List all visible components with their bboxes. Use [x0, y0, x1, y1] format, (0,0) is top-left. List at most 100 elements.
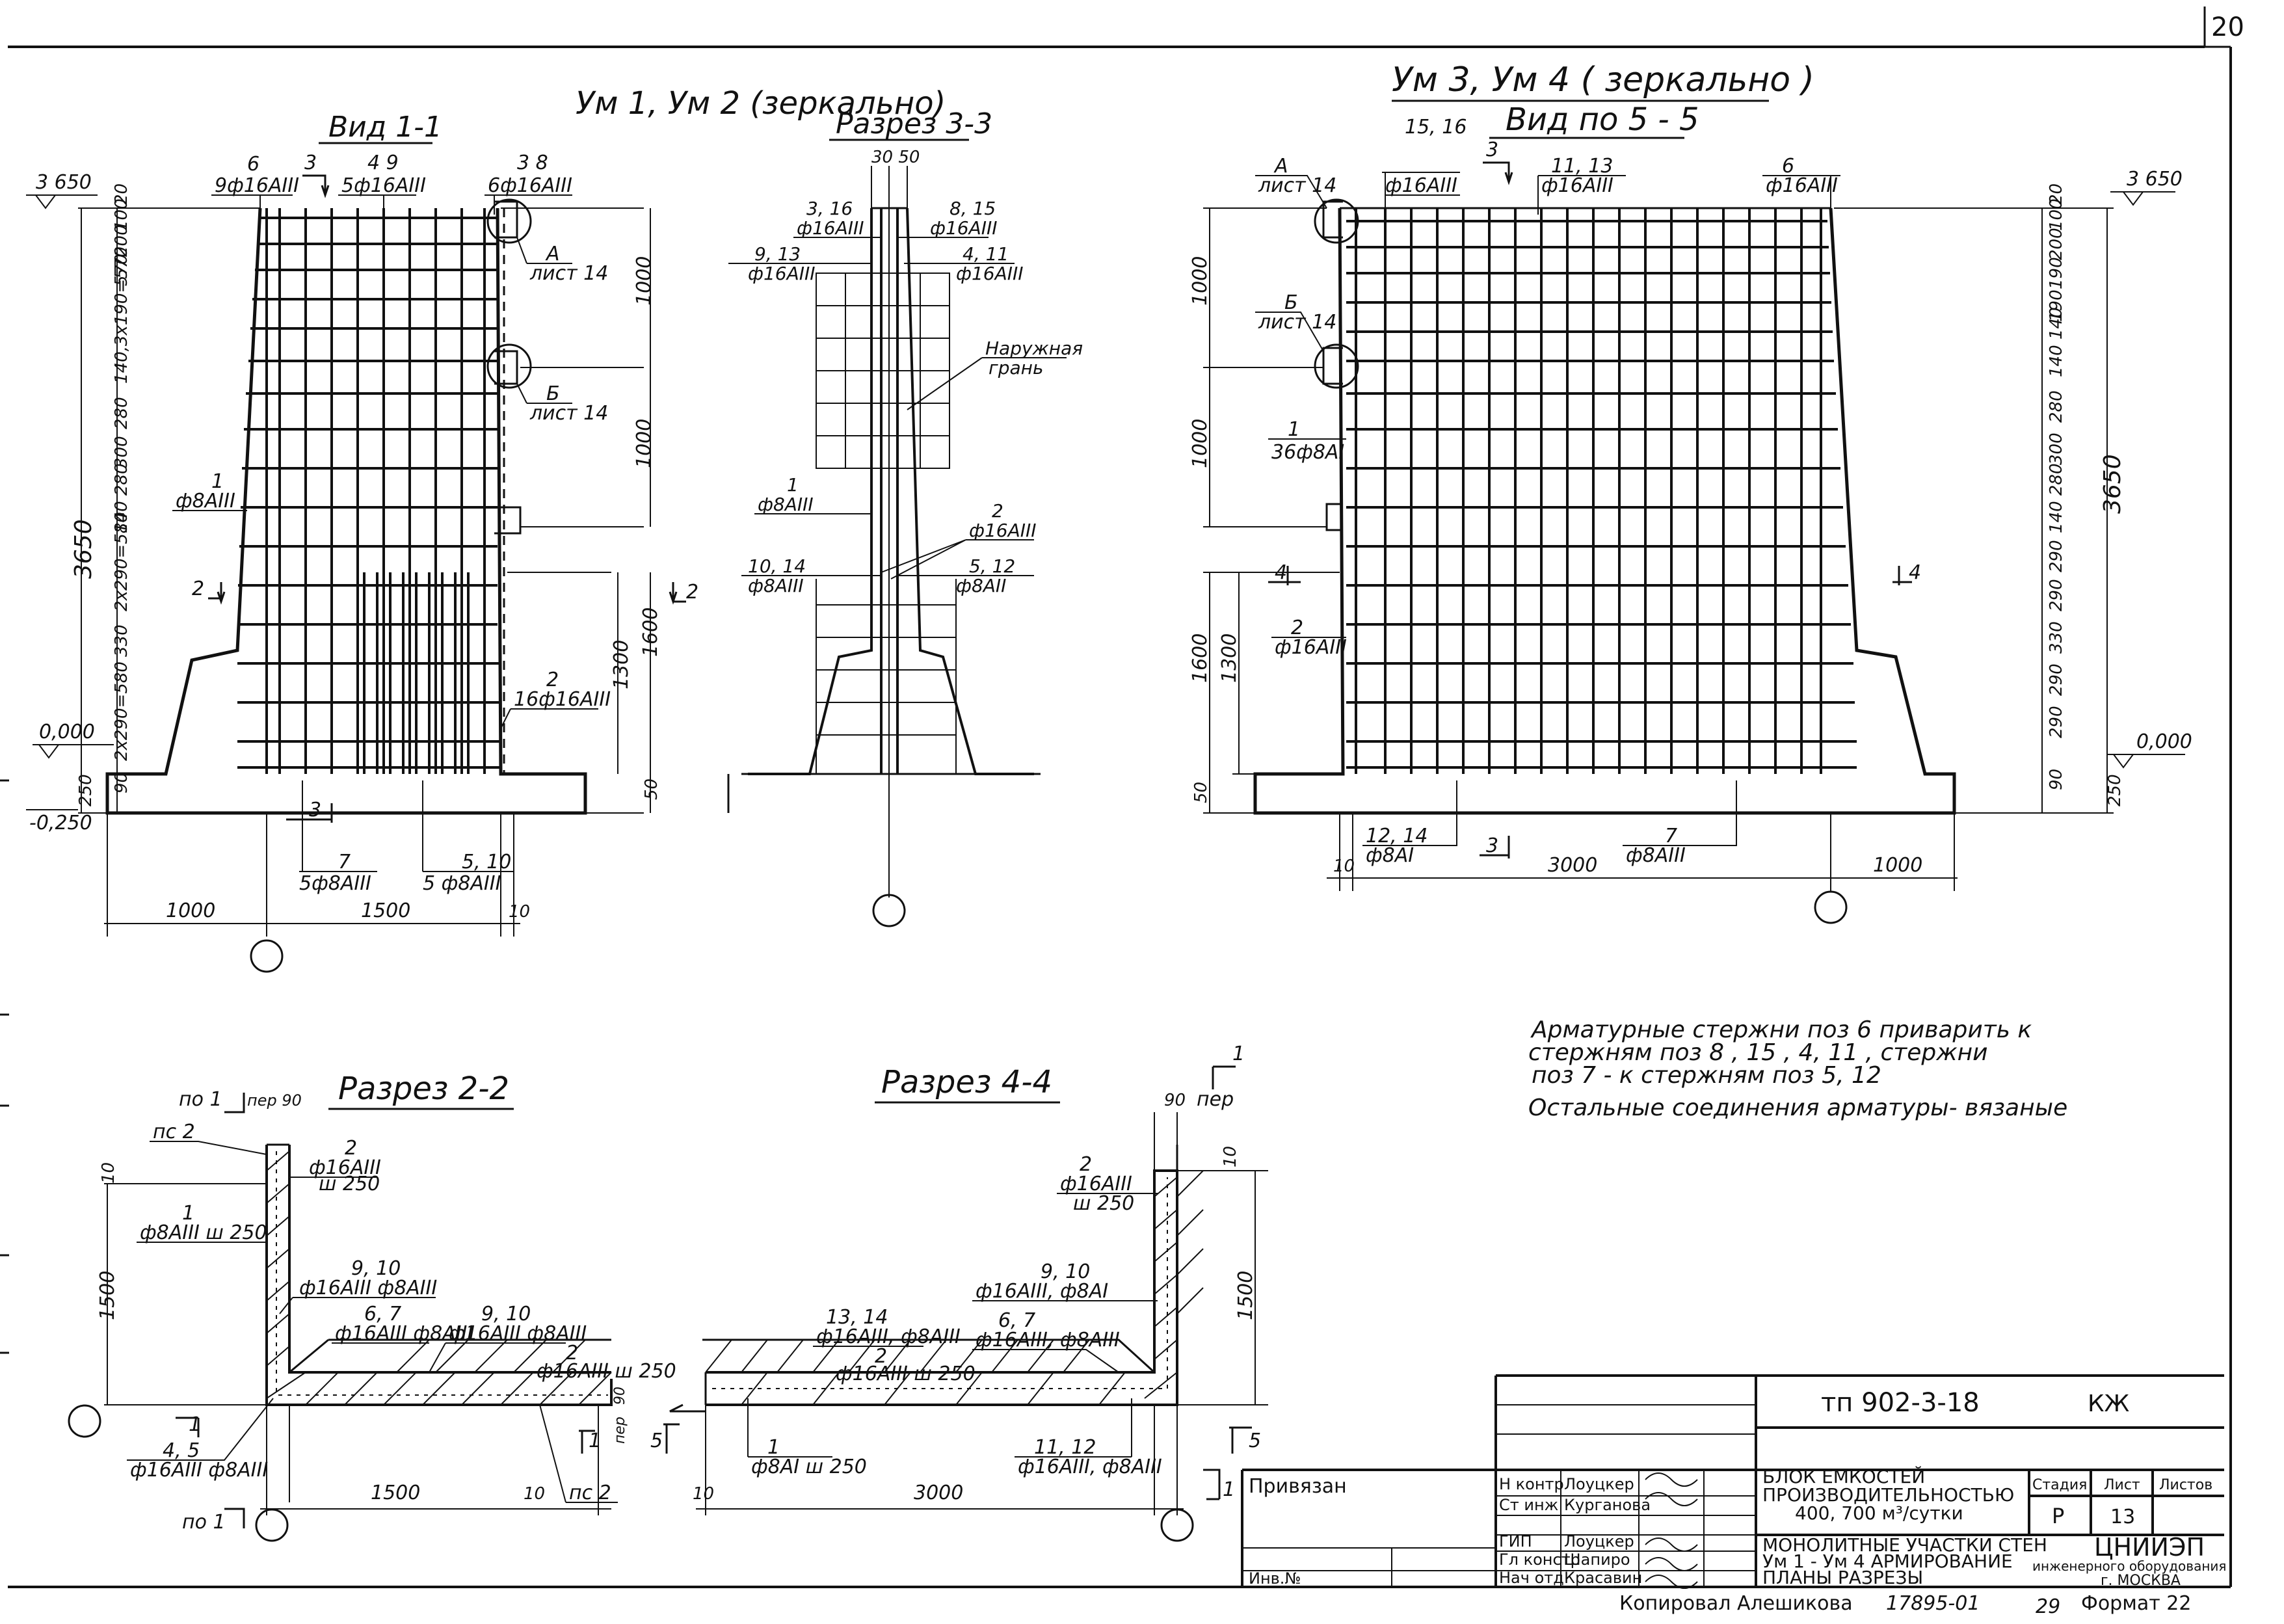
- s33-l10: 1: [787, 474, 799, 496]
- tb-name-0: Лоуцкер: [1564, 1475, 1634, 1493]
- s22-c910rb: ф16АIII ф8АIII: [449, 1322, 587, 1345]
- v55-c1113b: ф16АIII: [1541, 174, 1613, 197]
- s33-l13: ф16АIII: [969, 520, 1037, 541]
- tb-name-4: Красавин: [1564, 1569, 1642, 1587]
- s33-l6: 4, 11: [963, 243, 1009, 265]
- v11-c1b: ф8АIII: [176, 490, 235, 512]
- s22-c67: 6, 7: [364, 1303, 401, 1325]
- section-3-3: 30 50 3, 16 ф16АIII 8, 15 ф16АIII 9, 13 …: [727, 148, 1083, 927]
- s22-b1500: 1500: [371, 1482, 420, 1504]
- s22-per90: пер 90: [247, 1091, 302, 1110]
- v55-dim-r3: 190: [2047, 257, 2066, 289]
- v55-dim-r13: 290: [2047, 706, 2066, 738]
- v11-cA: А: [545, 243, 560, 265]
- s44-c2c: ш 250: [1073, 1192, 1134, 1215]
- v55-dim-l3: 1300: [1218, 633, 1241, 683]
- view11-dim-l6: 300: [112, 436, 131, 468]
- s22-mk1b: 1: [589, 1430, 601, 1452]
- v11-c49: 4 9: [367, 152, 399, 174]
- sheet-corner-number: 20: [2211, 12, 2244, 42]
- footer-num: 17895-01: [1886, 1592, 1980, 1615]
- s22-c67b: ф16АIII ф8АIII: [335, 1322, 473, 1345]
- tb-stage-h: Стадия: [2032, 1477, 2087, 1493]
- view11-dim-l10: 2x290=580: [112, 661, 131, 761]
- s22-c2r: 2: [566, 1342, 578, 1364]
- v11-c3: 3: [304, 152, 317, 174]
- header-vid55: Вид по 5 - 5: [1506, 101, 1699, 138]
- v55-elev-top: 3 650: [2127, 168, 2183, 191]
- view11-bot-2: 10: [509, 902, 530, 922]
- s33-l8: Наружная: [985, 338, 1083, 359]
- s22-c2: 2: [345, 1137, 357, 1160]
- tb-role-4: Нач отд: [1499, 1569, 1564, 1587]
- view11-dim-l2: 200: [112, 224, 131, 257]
- v55-bot-0: 10: [1333, 857, 1355, 876]
- v55-cA: А: [1273, 155, 1288, 178]
- s22-c2rb: ф16АIII ш 250: [537, 1360, 676, 1383]
- s22-bps2: пс 2: [569, 1482, 611, 1504]
- note-line-2: поз 7 - к стержням поз 5, 12: [1532, 1062, 1881, 1089]
- s33-l2: 8, 15: [949, 198, 996, 219]
- view11-dim-l0: 20: [112, 183, 131, 205]
- tb-sheet-h: Лист: [2104, 1477, 2140, 1493]
- s22-d90: 90: [612, 1387, 628, 1405]
- v55-dim-l0: 1000: [1189, 256, 1212, 306]
- title-block: тп 902-3-18 КЖ Привязан Инв.№ Н контр Ло…: [1241, 1374, 2226, 1589]
- s44-c2mb: ф16АIII ш 250: [836, 1363, 976, 1385]
- view11-bot-0: 1000: [166, 899, 215, 922]
- footer-format: Формат 22: [2081, 1592, 2191, 1615]
- v11-cB: Б: [546, 382, 560, 405]
- s44-c1b: ф8АI ш 250: [751, 1456, 867, 1478]
- s22-po1bot: по 1: [182, 1511, 226, 1534]
- header-um34: Ум 3, Ум 4 ( зеркально ): [1392, 60, 1814, 100]
- v55-c1516: 15, 16: [1405, 116, 1467, 139]
- s44-d90: 90: [1164, 1091, 1186, 1110]
- s33-l0: 3, 16: [806, 198, 853, 219]
- v55-cB: Б: [1284, 291, 1298, 314]
- s44-c2b: ф16АIII: [1060, 1173, 1132, 1195]
- v55-dim-r8: 140 280: [2047, 463, 2066, 533]
- s44-c1: 1: [767, 1436, 780, 1459]
- v11-c2l: 2: [192, 578, 204, 600]
- s33-l17: ф8АII: [956, 575, 1006, 596]
- notes: Арматурные стержни поз 6 приварить к сте…: [1528, 1017, 2067, 1121]
- tb-sheet-no: 13: [2110, 1506, 2135, 1528]
- v55-c6b: ф16АIII: [1766, 174, 1838, 197]
- view11-bot-1: 1500: [361, 899, 410, 922]
- s44-m1bot: 1: [1223, 1478, 1235, 1501]
- v55-dim-r15: 250: [2105, 774, 2125, 806]
- v55-c1: 1: [1288, 418, 1300, 441]
- v55-c2: 2: [1291, 617, 1303, 639]
- s22-d10: 10: [99, 1162, 118, 1184]
- view11-dim-l3: 570: [112, 254, 131, 286]
- s22-c2c: ш 250: [319, 1173, 380, 1195]
- s22-d1500: 1500: [96, 1271, 119, 1320]
- s33-l4: 9, 13: [754, 243, 801, 265]
- s44-c2: 2: [1080, 1153, 1092, 1176]
- header-razrez44: Разрез 4-4: [881, 1064, 1052, 1100]
- s44-c1314b: ф16АIII, ф8АIII: [816, 1325, 961, 1348]
- v55-dim-r4: 190: [2047, 289, 2066, 322]
- v11-c2b: 16ф16АIII: [514, 688, 611, 711]
- s22-mk5: 5: [650, 1430, 663, 1452]
- v55-dim-r10: 290: [2047, 579, 2066, 611]
- tb-name-2: Лоуцкер: [1564, 1532, 1634, 1551]
- view11-dim-r1: 1000: [633, 419, 656, 468]
- tb-title2-1: Ум 1 - Ум 4 АРМИРОВАНИЕ: [1762, 1551, 2013, 1572]
- tb-stage: Р: [2052, 1504, 2064, 1528]
- tb-name-1: Курганова: [1564, 1496, 1651, 1514]
- tb-doc-code: тп 902-3-18: [1821, 1388, 1980, 1418]
- header-um12: Ум 1, Ум 2 (зеркально): [576, 85, 946, 122]
- s33-l1: ф16АIII: [797, 217, 864, 239]
- s22-c910r: 9, 10: [481, 1303, 531, 1325]
- s44-c1112: 11, 12: [1034, 1436, 1096, 1459]
- tb-org: ЦНИИЭП: [2094, 1533, 2205, 1562]
- s33-l15: ф8АIII: [748, 575, 804, 596]
- s44-m1top: 1: [1232, 1043, 1245, 1065]
- s22-c45b: ф16АIII ф8АIII: [130, 1459, 268, 1482]
- s22-c910b: ф16АIII ф8АIII: [299, 1277, 437, 1299]
- v11-c2: 2: [546, 669, 559, 691]
- view-1-1: 3650 3 650 0,000 -0,250 20 100 200 570 1…: [26, 152, 698, 973]
- s44-c67b: ф16АIII, ф8АIII: [976, 1329, 1120, 1351]
